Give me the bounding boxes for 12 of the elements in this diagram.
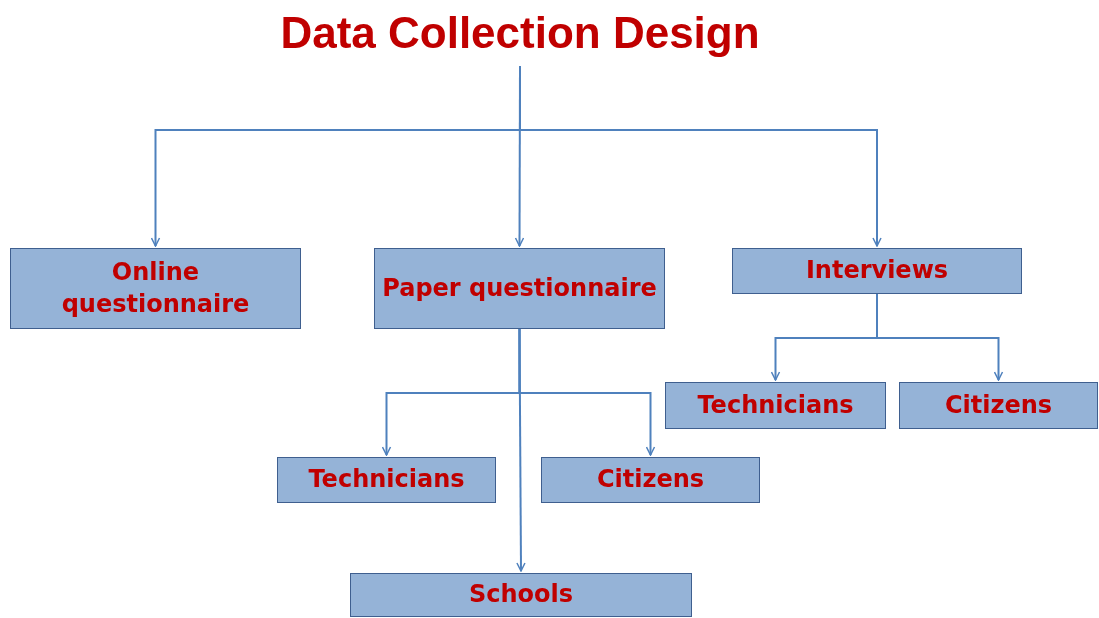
category-box: Technicians xyxy=(277,457,496,503)
arrow xyxy=(876,293,1004,381)
arrow xyxy=(519,65,882,247)
category-box: Paper questionnaire xyxy=(374,248,665,329)
category-box: Citizens xyxy=(541,457,760,503)
arrow xyxy=(516,328,526,572)
category-box: Online questionnaire xyxy=(10,248,301,329)
title-text: Data Collection Design xyxy=(220,0,820,66)
category-box: Schools xyxy=(350,573,692,617)
category-box: Interviews xyxy=(732,248,1022,294)
category-box: Technicians xyxy=(665,382,886,429)
category-box: Citizens xyxy=(899,382,1098,429)
